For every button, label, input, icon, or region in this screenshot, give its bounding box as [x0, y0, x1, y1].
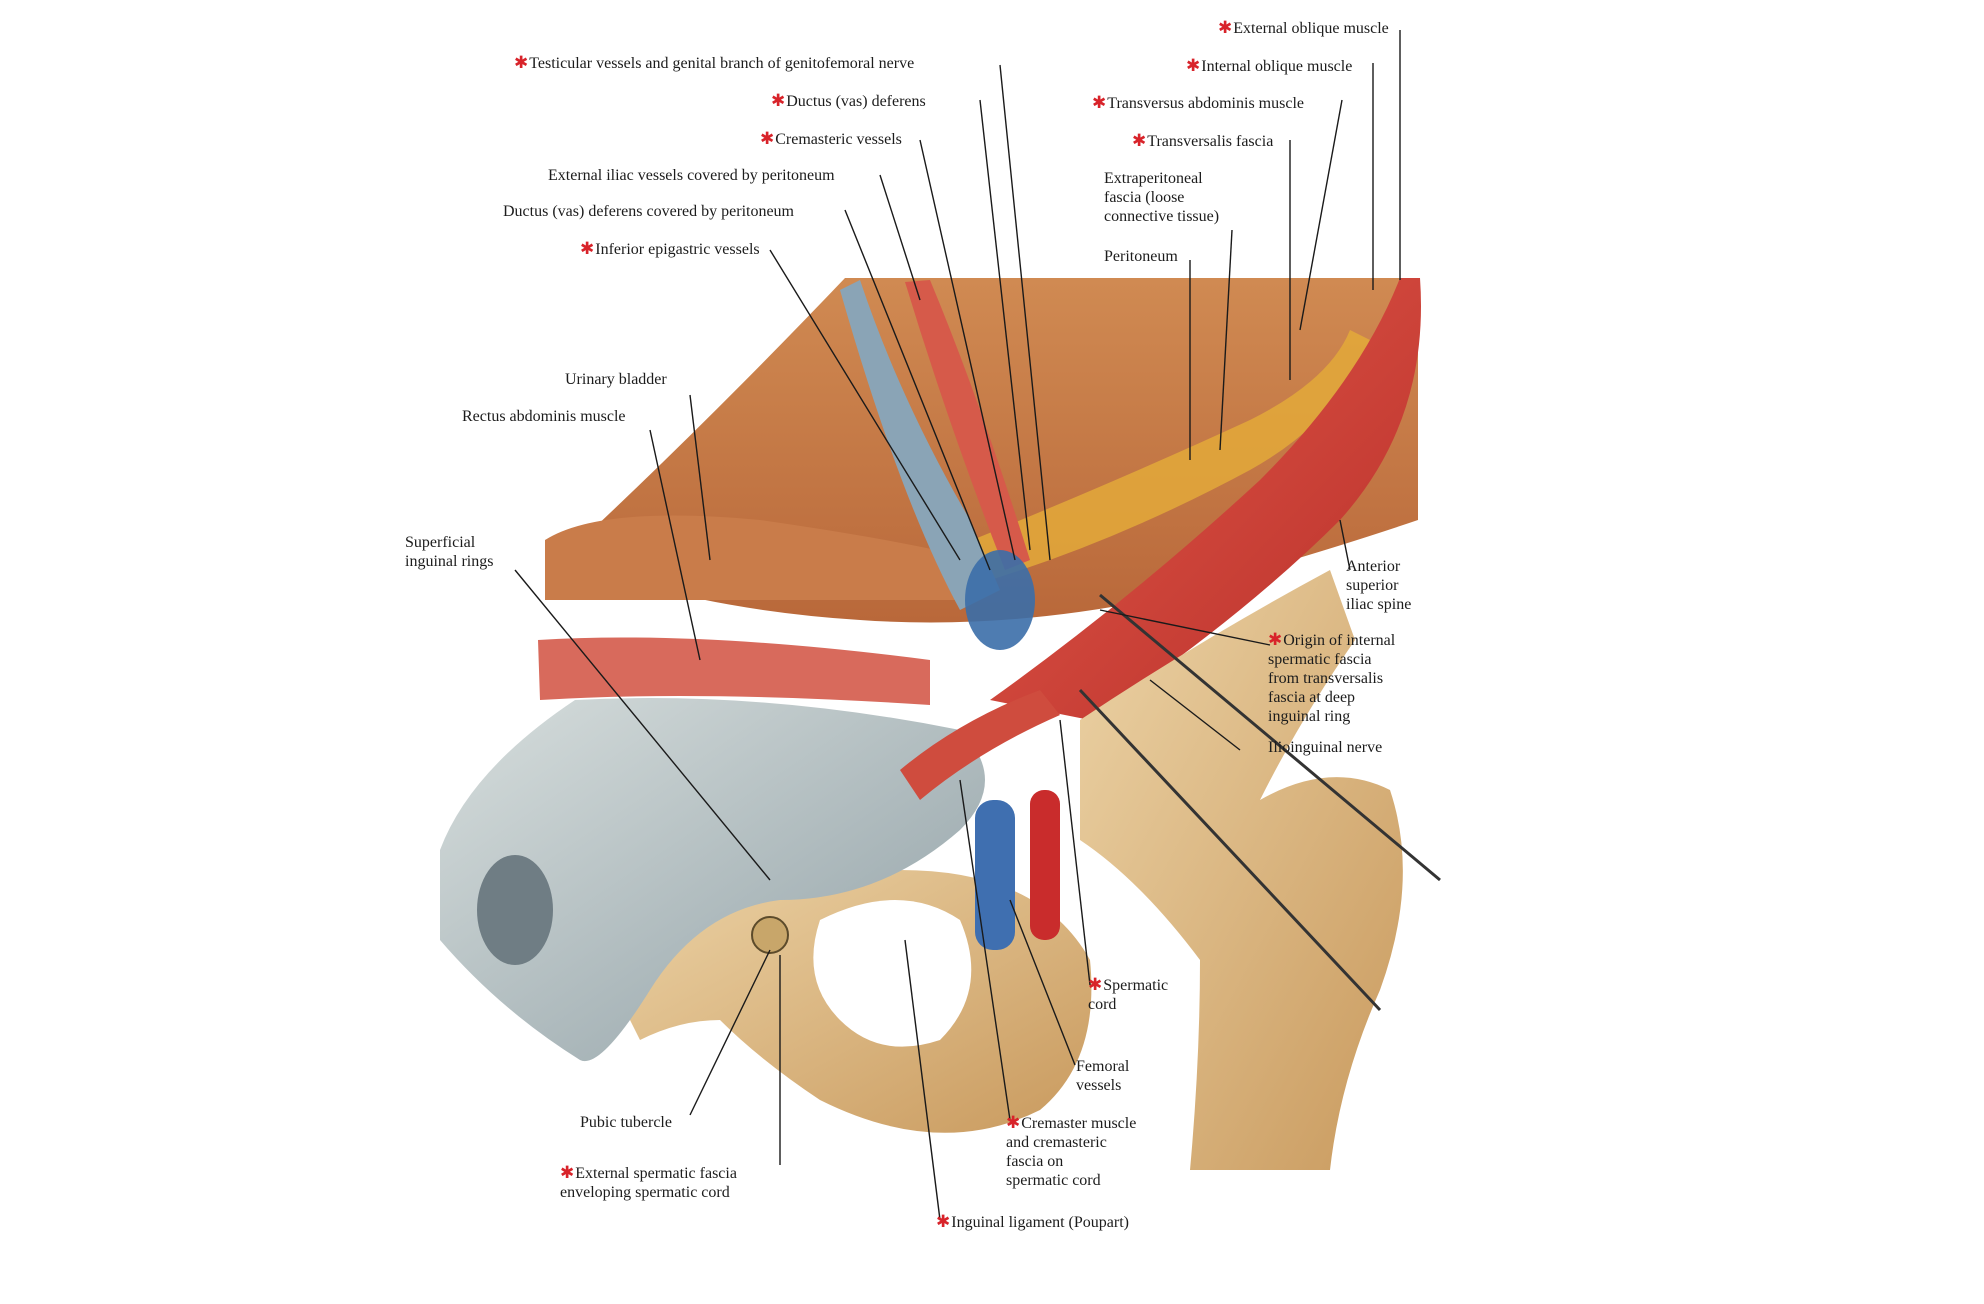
ilium-bone [1080, 570, 1403, 1170]
label-extraperitoneal-fascia: Extraperitoneal fascia (loose connective… [1104, 170, 1220, 225]
label-femoral-vessels: Femoral vessels [1076, 1058, 1130, 1094]
label-inguinal-ligament: Inguinal ligament (Poupart) [936, 1212, 1129, 1232]
label-pubic-tubercle: Pubic tubercle [580, 1114, 672, 1131]
label-cremaster-muscle: Cremaster muscle and cremasteric fascia … [1006, 1113, 1136, 1190]
spermatic-cord-shape [900, 690, 1060, 800]
label-origin-internal-spermatic-fascia: Origin of internal spermatic fascia from… [1268, 630, 1395, 726]
probe-2 [1078, 688, 1382, 1012]
spermatic-cord-section [751, 916, 789, 954]
label-ilioinguinal-nerve: Ilioinguinal nerve [1268, 739, 1383, 756]
label-urinary-bladder: Urinary bladder [565, 371, 667, 388]
external-oblique-aponeurosis [440, 698, 985, 1062]
femoral-artery [1030, 790, 1060, 940]
label-testicular-vessels: Testicular vessels and genital branch of… [514, 53, 914, 73]
label-inferior-epigastric-vessels: Inferior epigastric vessels [580, 239, 759, 259]
urinary-bladder-shape [545, 515, 980, 600]
label-spermatic-cord: Spermatic cord [1088, 975, 1168, 1014]
leader-lines [514, 30, 1401, 1221]
superficial-ring-opening [477, 855, 553, 965]
label-cremasteric-vessels: Cremasteric vessels [760, 129, 902, 149]
label-ductus-deferens: Ductus (vas) deferens [771, 91, 926, 111]
extraperitoneal-fat [960, 330, 1370, 580]
probe-1 [1099, 593, 1441, 882]
label-transversalis-fascia: Transversalis fascia [1132, 131, 1273, 151]
label-external-spermatic-fascia: External spermatic fascia enveloping spe… [560, 1163, 737, 1202]
label-ductus-deferens-peritoneum: Ductus (vas) deferens covered by periton… [503, 203, 794, 220]
obturator-foramen [813, 900, 972, 1047]
label-peritoneum: Peritoneum [1104, 248, 1178, 265]
label-rectus-abdominis-muscle: Rectus abdominis muscle [462, 408, 626, 425]
deep-ring-area [965, 550, 1035, 650]
label-anterior-superior-iliac-spine: Anterior superior iliac spine [1346, 558, 1412, 613]
testicular-vessels-shape [905, 280, 1030, 570]
label-external-iliac-vessels: External iliac vessels covered by perito… [548, 167, 835, 184]
rectus-abdominis-band [538, 637, 930, 705]
external-iliac-vessels [840, 280, 1000, 610]
label-transversus-abdominis-muscle: Transversus abdominis muscle [1092, 93, 1304, 113]
label-superficial-inguinal-rings: Superficial inguinal rings [405, 534, 494, 570]
label-external-oblique-muscle: External oblique muscle [1218, 18, 1389, 38]
label-internal-oblique-muscle: Internal oblique muscle [1186, 56, 1352, 76]
femoral-vein [975, 800, 1015, 950]
